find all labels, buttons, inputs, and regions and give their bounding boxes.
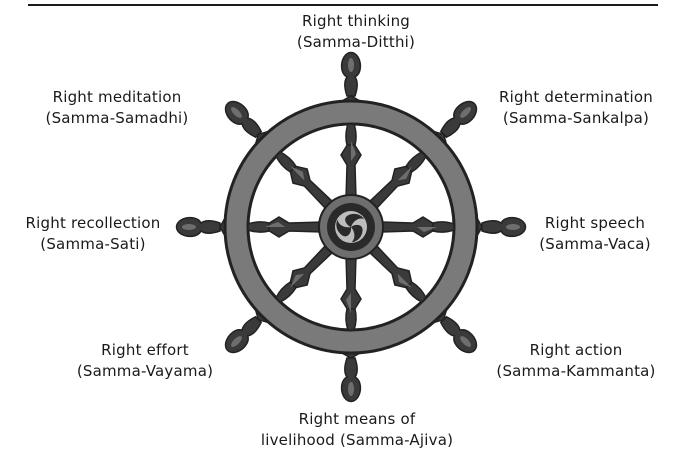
label-right-action-title: Right action [488,340,664,361]
label-right-livelihood-title: Right means of [252,409,462,430]
label-right-effort: Right effort (Samma-Vayama) [56,340,234,382]
label-right-livelihood-pali: livelihood (Samma-Ajiva) [252,430,462,451]
label-right-meditation-pali: (Samma-Samadhi) [22,108,212,129]
label-right-action-pali: (Samma-Kammanta) [488,361,664,382]
label-right-determination-title: Right determination [486,87,666,108]
label-right-thinking: Right thinking (Samma-Ditthi) [256,11,456,53]
label-right-determination-pali: (Samma-Sankalpa) [486,108,666,129]
label-right-meditation-title: Right meditation [22,87,212,108]
handle-7 [177,218,232,237]
label-right-action: Right action (Samma-Kammanta) [488,340,664,382]
label-right-livelihood: Right means of livelihood (Samma-Ajiva) [252,409,462,451]
label-right-recollection: Right recollection (Samma-Sati) [4,213,182,255]
handle-3 [471,218,526,237]
label-right-thinking-title: Right thinking [256,11,456,32]
label-right-thinking-pali: (Samma-Ditthi) [256,32,456,53]
label-right-speech-title: Right speech [530,213,660,234]
label-right-determination: Right determination (Samma-Sankalpa) [486,87,666,129]
label-right-speech: Right speech (Samma-Vaca) [530,213,660,255]
handle-5 [342,347,361,402]
handle-1 [342,53,361,108]
label-right-meditation: Right meditation (Samma-Samadhi) [22,87,212,129]
label-right-effort-pali: (Samma-Vayama) [56,361,234,382]
label-right-recollection-title: Right recollection [4,213,182,234]
label-right-speech-pali: (Samma-Vaca) [530,234,660,255]
label-right-recollection-pali: (Samma-Sati) [4,234,182,255]
label-right-effort-title: Right effort [56,340,234,361]
wheel-hub [319,195,383,259]
